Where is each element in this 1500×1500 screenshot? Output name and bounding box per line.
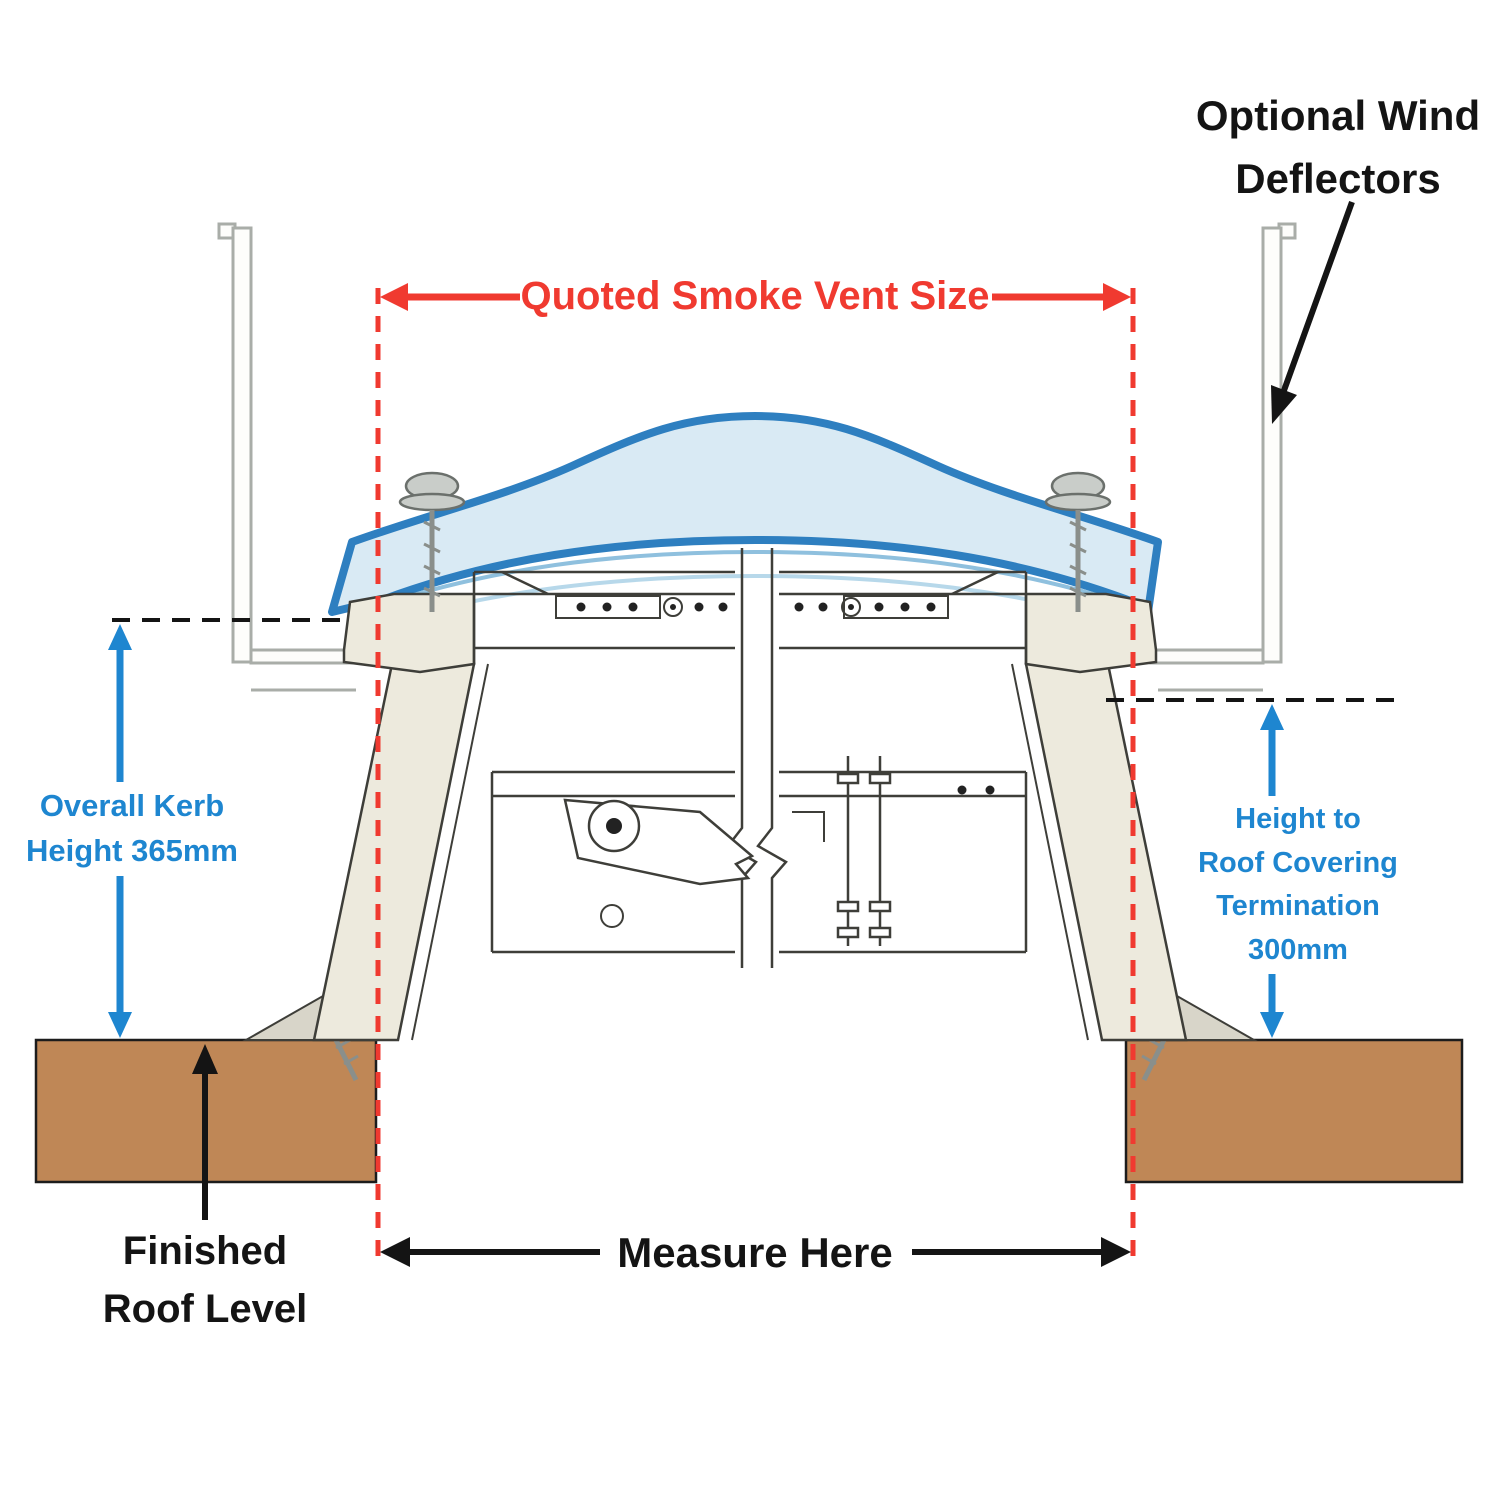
finished-roof-pointer-arrow bbox=[192, 1044, 218, 1220]
termination-line-1: Height to bbox=[1235, 803, 1361, 835]
roof-deck-right bbox=[1124, 1038, 1464, 1184]
vent-frame bbox=[472, 570, 1028, 664]
dome-screw-left bbox=[398, 471, 466, 612]
termination-line-3: Termination bbox=[1216, 890, 1380, 922]
measure-here-label: Measure Here bbox=[617, 1229, 893, 1276]
wind-deflectors-line-1: Optional Wind bbox=[1195, 92, 1481, 139]
height-to-roof-covering-label: Height to Roof Covering Termination 300m… bbox=[1182, 796, 1414, 974]
quoted-size-extent-lines bbox=[375, 288, 1136, 1258]
quoted-size-arrows bbox=[380, 283, 1131, 311]
quoted-smoke-vent-size-label: Quoted Smoke Vent Size bbox=[520, 274, 990, 318]
kerb-height-line-2: Height 365mm bbox=[26, 832, 238, 868]
termination-line-2: Roof Covering bbox=[1198, 846, 1398, 879]
termination-line-4: 300mm bbox=[1248, 933, 1348, 966]
wind-deflectors-line-2: Deflectors bbox=[1235, 155, 1441, 202]
overall-kerb-height-label: Overall Kerb Height 365mm bbox=[12, 782, 252, 876]
finished-roof-level-label: Finished Roof Level bbox=[55, 1222, 355, 1338]
kerb-caps bbox=[342, 592, 1158, 674]
finished-roof-line-1: Finished bbox=[122, 1229, 288, 1273]
finished-roof-line-2: Roof Level bbox=[102, 1287, 308, 1331]
wind-deflector-left bbox=[217, 222, 365, 692]
break-lines bbox=[726, 548, 788, 968]
kerb-height-line-1: Overall Kerb bbox=[39, 788, 225, 823]
measure-here-arrows bbox=[380, 1237, 1131, 1267]
wind-deflector-right bbox=[1149, 222, 1297, 692]
optional-wind-deflectors-label: Optional Wind Deflectors bbox=[1168, 84, 1500, 210]
opening-mechanism bbox=[490, 756, 1028, 954]
dome-glazing bbox=[328, 412, 1162, 628]
kerb-walls bbox=[312, 662, 1188, 1042]
wind-deflector-pointer-arrow bbox=[1271, 200, 1355, 424]
dome-screw-right bbox=[1044, 471, 1112, 612]
